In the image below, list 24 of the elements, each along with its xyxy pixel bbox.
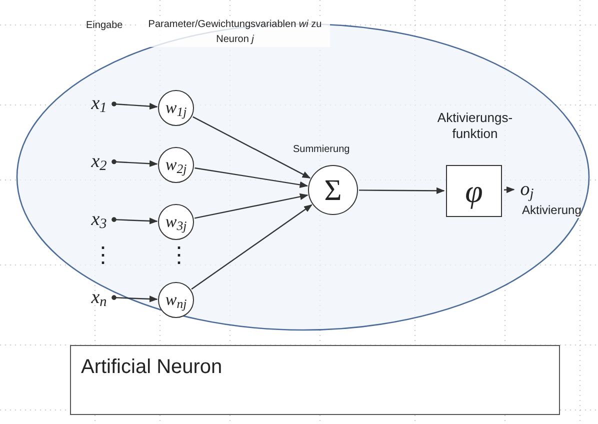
node-caption: Aktivierung xyxy=(522,203,582,218)
arrow xyxy=(194,167,308,188)
arrow xyxy=(112,217,158,224)
arrow xyxy=(192,116,311,178)
arrow xyxy=(359,187,445,194)
variable-label: x$_{1}$ xyxy=(86,90,112,116)
ellipsis-dots: ⋮ xyxy=(92,244,114,266)
arrow xyxy=(504,186,515,194)
variable-label: x$_{3}$ xyxy=(86,206,112,232)
variable-label: x$_{2}$ xyxy=(86,148,112,174)
node-caption: Aktivierungs- funktion xyxy=(436,110,514,142)
activation-box: φ xyxy=(446,165,502,217)
column-heading: Parameter/Gewichtungsvariablen wi zu Neuron j xyxy=(140,17,330,47)
title-box: Artificial Neuron xyxy=(70,345,560,415)
arrow xyxy=(112,159,158,167)
arrow xyxy=(191,204,312,290)
arrow xyxy=(112,102,158,110)
variable-label: x$_{n}$ xyxy=(86,284,112,310)
column-heading: Eingabe xyxy=(86,19,123,33)
arrow xyxy=(194,193,308,219)
node-caption: Summierung xyxy=(293,144,350,156)
variable-label: o$_{j}$ xyxy=(516,177,538,201)
arrow xyxy=(112,295,158,302)
ellipsis-dots: ⋮ xyxy=(168,244,190,266)
